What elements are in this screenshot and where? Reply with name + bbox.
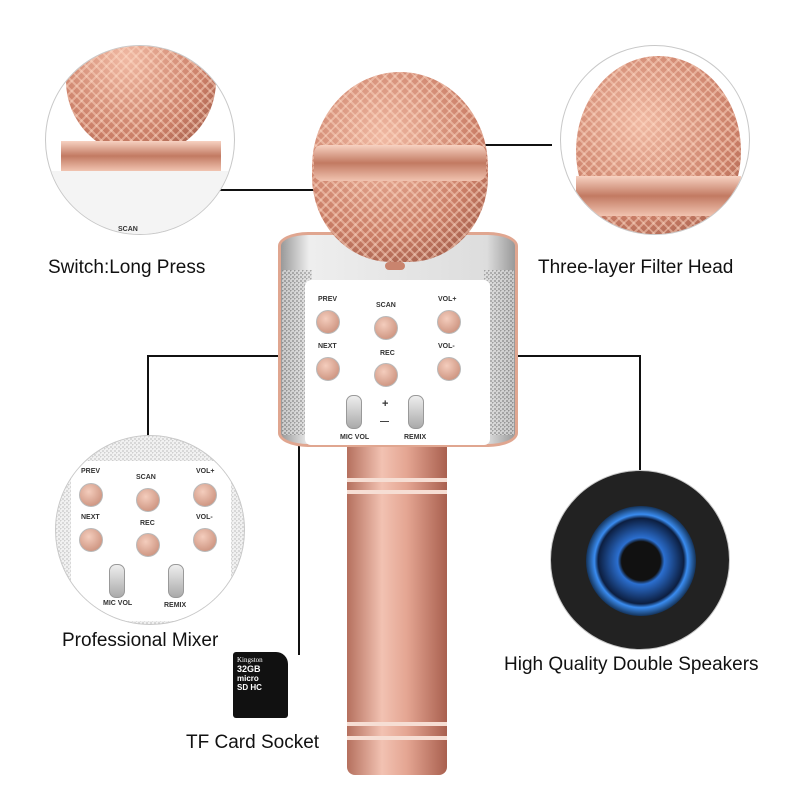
mixer-label: Professional Mixer	[62, 630, 219, 651]
sd-type: micro SD HC	[237, 674, 262, 692]
label-prev: PREV	[318, 296, 338, 303]
sd-brand: Kingston	[237, 656, 263, 664]
remix-slider[interactable]	[408, 395, 424, 429]
handle-ring	[347, 478, 447, 482]
head-ring	[314, 145, 486, 181]
mic-handle	[347, 440, 447, 775]
label-scan: SCAN	[376, 302, 396, 309]
label-remix: REMIX	[164, 602, 187, 609]
vol-down-button[interactable]	[193, 528, 217, 552]
connector-line	[147, 355, 307, 357]
label-rec: REC	[380, 350, 395, 357]
label-next: NEXT	[81, 514, 100, 521]
label-vol-down: VOL-	[438, 343, 455, 350]
rec-button[interactable]	[374, 363, 398, 387]
sd-capacity: 32GB	[237, 664, 261, 674]
scan-button[interactable]	[136, 488, 160, 512]
label-vol-down: VOL-	[196, 514, 213, 521]
filter-head	[66, 46, 216, 156]
switch-detail-circle: SCAN	[45, 45, 235, 235]
label-vol-up: VOL+	[196, 468, 215, 475]
label-mic-vol: MIC VOL	[103, 600, 133, 607]
label-next: NEXT	[318, 343, 337, 350]
handle-ring	[347, 490, 447, 494]
label-remix: REMIX	[404, 434, 427, 441]
next-button[interactable]	[316, 357, 340, 381]
power-switch[interactable]	[385, 262, 405, 270]
connector-line	[492, 355, 640, 357]
prev-button[interactable]	[79, 483, 103, 507]
mixer-detail-circle: PREV SCAN VOL+ NEXT REC VOL- MIC VOL REM…	[55, 435, 245, 625]
head-ring	[576, 176, 741, 216]
mic-vol-slider[interactable]	[109, 564, 125, 598]
next-button[interactable]	[79, 528, 103, 552]
connector-line	[147, 355, 149, 440]
sd-card: Kingston 32GB micro SD HC	[233, 652, 288, 718]
vol-up-button[interactable]	[193, 483, 217, 507]
label-mic-vol: MIC VOL	[340, 434, 370, 441]
rec-button[interactable]	[136, 533, 160, 557]
connector-line	[298, 440, 300, 655]
handle-ring	[347, 736, 447, 740]
label-vol-up: VOL+	[438, 296, 457, 303]
mic-body	[46, 171, 234, 234]
scan-button[interactable]	[374, 316, 398, 340]
handle-ring	[347, 722, 447, 726]
minus-sign: —	[380, 416, 389, 426]
head-ring	[61, 141, 221, 171]
label-scan: SCAN	[118, 226, 138, 233]
speaker-icon	[586, 506, 696, 616]
prev-button[interactable]	[316, 310, 340, 334]
vol-up-button[interactable]	[437, 310, 461, 334]
tf-card-label: TF Card Socket	[186, 732, 320, 753]
label-rec: REC	[140, 520, 155, 527]
connector-line	[462, 144, 552, 146]
remix-slider[interactable]	[168, 564, 184, 598]
speaker-detail-circle	[550, 470, 730, 650]
label-prev: PREV	[81, 468, 101, 475]
connector-line	[639, 355, 641, 473]
mic-vol-slider[interactable]	[346, 395, 362, 429]
switch-label: Switch:Long Press	[48, 257, 206, 278]
vol-down-button[interactable]	[437, 357, 461, 381]
filter-head-label: Three-layer Filter Head	[538, 257, 734, 278]
speakers-label: High Quality Double Speakers	[504, 654, 759, 675]
label-scan: SCAN	[136, 474, 156, 481]
filter-head-detail-circle	[560, 45, 750, 235]
plus-sign: +	[382, 398, 389, 410]
connector-line	[215, 189, 396, 191]
